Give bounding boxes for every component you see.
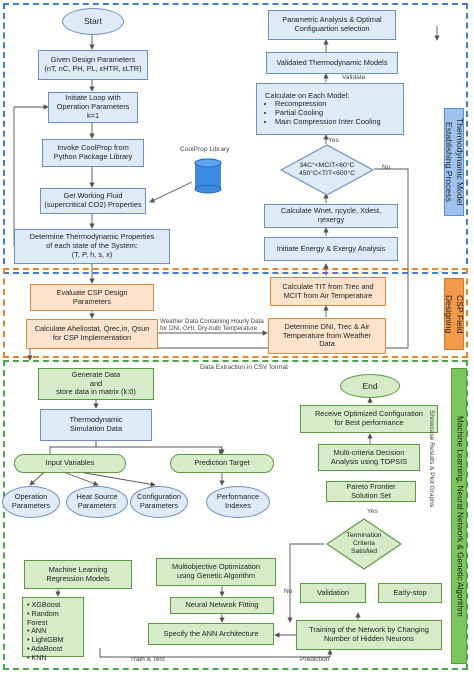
decision-condition: 34C°<MCIT<60°C 450°C<TIT<600°C bbox=[298, 161, 356, 177]
csp-sidebar: CSP Field Designing bbox=[444, 278, 465, 350]
termination-criteria: Termination Criteria Satisfied bbox=[346, 531, 382, 556]
start-node: Start bbox=[62, 8, 124, 35]
determine-thermo-properties: Determine Thermodynamic Properties of ea… bbox=[14, 229, 170, 264]
model-lightgbm: LightGBM bbox=[27, 635, 79, 645]
given-design-parameters: Given Design Parameters (nT, nC, PH, PL,… bbox=[38, 50, 148, 80]
generate-data: Generate Data and store data in matrix (… bbox=[38, 368, 154, 400]
operation-parameters: Operation Parameters bbox=[2, 486, 60, 518]
validation: Validation bbox=[300, 583, 366, 603]
weather-data-label: Weather Data Containing Hourly Data for … bbox=[160, 318, 264, 332]
decision-diamond-thermo bbox=[280, 144, 374, 196]
heat-source-parameters: Heat Source Parameters bbox=[66, 486, 128, 518]
calculate-w-net: Calculate Wnet, ηcycle, Xdest, ηexergy bbox=[264, 204, 398, 228]
no-label-ml: No bbox=[284, 588, 293, 595]
calc-item-3: Main Compression Inter Cooling bbox=[275, 117, 381, 127]
simulation-data: Thermodynamic Simulation Data bbox=[40, 409, 152, 441]
train-test-label: Train & Test bbox=[130, 656, 165, 663]
evaluate-csp: Evaluate CSP Design Parameters bbox=[30, 284, 154, 311]
multiobjective-optimization: Multiobjective Optimization using Geneti… bbox=[156, 558, 276, 586]
thermo-sidebar: Thermodynamic Model Establishing Process bbox=[444, 108, 465, 216]
input-variables: Input Variables bbox=[14, 454, 126, 473]
database-icon bbox=[194, 158, 222, 194]
model-random-forest: Random Forest bbox=[27, 609, 79, 628]
mcda-topsis: Multi-criteria Decision Analysis using T… bbox=[318, 444, 420, 471]
performance-indexes: Performance Indexes bbox=[206, 486, 270, 518]
validated-models: Validated Thermodynamic Models bbox=[266, 52, 398, 74]
calculate-each-model: Calculate on Each Model: Recompression P… bbox=[256, 83, 404, 135]
data-extraction-label: Data Extraction in CSV format bbox=[200, 364, 288, 371]
calc-item-1: Recompression bbox=[275, 100, 326, 109]
model-adaboost: AdaBoost bbox=[27, 644, 79, 654]
ml-region bbox=[3, 360, 468, 670]
invoke-coolprop: Invoke CoolProp from Python Package Libr… bbox=[42, 139, 144, 167]
validate-label: Validate bbox=[342, 74, 366, 81]
no-label-thermo: No bbox=[382, 164, 391, 171]
receive-optimized: Receive Optimized Configuration for Best… bbox=[300, 405, 438, 433]
model-xgboost: XGBoost bbox=[27, 600, 79, 610]
pareto-frontier: Pareto Frontier Solution Set bbox=[326, 481, 416, 502]
initiate-energy-exergy: Initiate Energy & Exergy Analysis bbox=[264, 237, 398, 261]
training-network: Training of the Network by Changing Numb… bbox=[296, 620, 442, 650]
decision-diamond-ml bbox=[326, 518, 402, 570]
ml-sidebar: Machine Learning, Neural Network & Genet… bbox=[451, 368, 467, 664]
prediction-label: Prediction bbox=[300, 656, 330, 663]
determine-dni: Determine DNI, Trec & Air Temperature fr… bbox=[268, 318, 386, 354]
calculate-tit: Calculate TIT from Trec and MCIT from Ai… bbox=[270, 277, 386, 306]
specify-ann: Specify the ANN Architecture bbox=[148, 623, 274, 645]
configuration-parameters: Configuration Parameters bbox=[130, 486, 188, 518]
model-list: XGBoost Random Forest ANN LightGBM AdaBo… bbox=[22, 597, 84, 661]
calculate-a-heliostat: Calculate Aheliostat, Qrec,in, Qsun for … bbox=[26, 319, 158, 349]
parametric-analysis: Parametric Analysis & Optimal Configuart… bbox=[268, 10, 396, 40]
showcase-label: Showcase Results & Plot Graphs bbox=[428, 410, 435, 508]
yes-label-thermo: Yes bbox=[328, 137, 339, 144]
csp-region bbox=[3, 268, 468, 358]
prediction-target: Prediction Target bbox=[170, 454, 274, 473]
initiate-loop: Initiate Loop with Operation Parameters … bbox=[48, 92, 138, 123]
thermo-region bbox=[3, 3, 468, 274]
end-node: End bbox=[340, 374, 400, 398]
ml-regression-models: Machine Learning Regression Models bbox=[24, 560, 132, 589]
model-ann: ANN bbox=[27, 627, 79, 636]
model-knn: KNN bbox=[27, 653, 79, 663]
nn-fitting: Neural Netwrok Fitting bbox=[170, 597, 274, 614]
yes-label-ml: Yes bbox=[367, 508, 378, 515]
coolprop-library-label: CoolProp Library bbox=[180, 146, 230, 153]
get-working-fluid: Get Working Fluid (supercritical CO2) Pr… bbox=[40, 188, 146, 214]
calc-each-title: Calculate on Each Model: bbox=[265, 90, 350, 100]
calc-item-2: Partial Cooling bbox=[275, 108, 323, 118]
early-stop: Early-stop bbox=[378, 583, 442, 603]
